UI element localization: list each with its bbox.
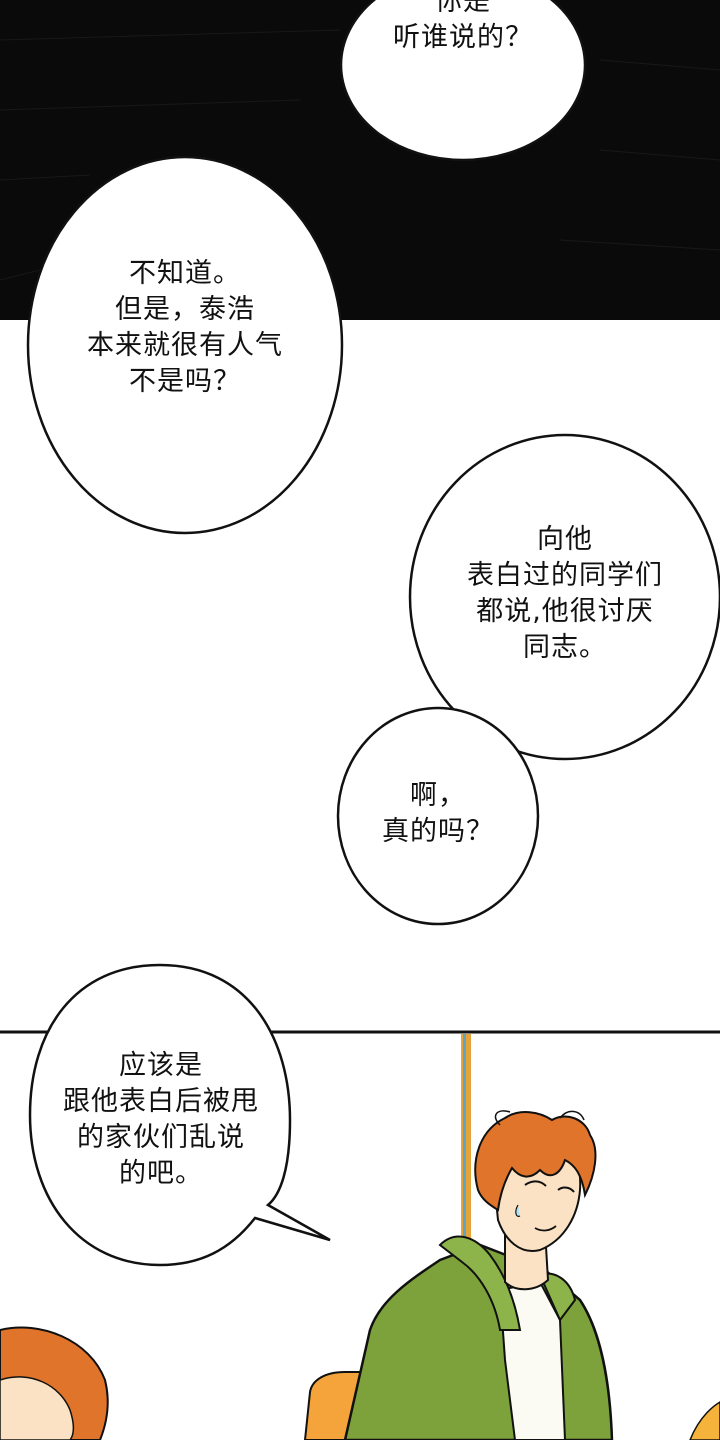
bubble-4-text: 啊， 真的吗？ xyxy=(382,780,494,847)
bubble-5-shape xyxy=(28,963,331,1267)
character-hair xyxy=(474,1111,597,1212)
speech-bubbles xyxy=(26,0,720,1267)
bubble-3-shape xyxy=(408,433,720,761)
bubble-5-text: 应该是 跟他表白后被甩 的家伙们乱说 的吧。 xyxy=(63,1050,259,1189)
orange-accent xyxy=(689,1401,720,1440)
bubble-2-text: 不知道。 但是，泰浩 本来就很有人气 不是吗？ xyxy=(87,258,283,397)
bubble-1-text: 你是 听谁说的？ xyxy=(393,0,533,53)
character-bag xyxy=(303,1371,361,1440)
dark-panel-texture xyxy=(0,29,720,281)
bubble-1-shape xyxy=(339,0,587,162)
bubble-4-shape xyxy=(336,706,540,926)
bubble-3-text: 向他 表白过的同学们 都说,他很讨厌 同志。 xyxy=(467,524,663,663)
bubble-2-shape xyxy=(26,155,344,535)
